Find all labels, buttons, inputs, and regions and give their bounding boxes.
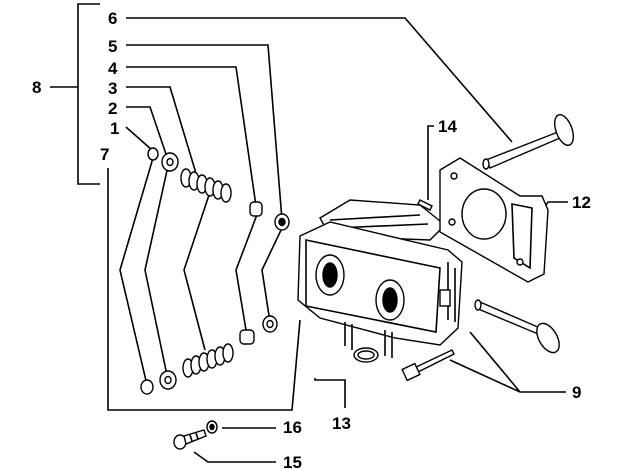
leader-chain-mid: [144, 165, 169, 381]
callout-8-label: 8: [32, 78, 41, 97]
o-ring: [353, 347, 379, 363]
valve-seal-lower: [239, 329, 255, 345]
callout-4-label: 4: [108, 59, 118, 78]
valve-lower: [474, 299, 560, 354]
leader-chain-spring: [183, 191, 211, 351]
leader-6: [126, 17, 513, 143]
cylinder-head: [297, 199, 463, 358]
leader-2: [126, 106, 169, 161]
callout-9-label: 9: [572, 383, 581, 402]
leader-12: [107, 168, 301, 411]
callout-13-label: 13: [332, 414, 351, 433]
callout-3-label: 3: [108, 79, 117, 98]
callout-1-label: 1: [110, 119, 119, 138]
head-gasket: [439, 157, 549, 283]
callout-5-label: 5: [108, 37, 117, 56]
leader-8-bracket: [50, 3, 100, 185]
spring-upper: [180, 168, 232, 203]
spring-lower: [182, 343, 234, 378]
callout-12-label: 7: [100, 145, 109, 164]
callout-14-label: 14: [438, 117, 457, 136]
cotter-upper: [147, 147, 159, 161]
cotter-lower: [140, 379, 154, 395]
upper-spring-group: [147, 147, 290, 231]
screw-9: [401, 349, 455, 382]
callout-2-label: 2: [108, 99, 117, 118]
leader-chain-seal: [235, 211, 259, 331]
callout-15-label: 15: [283, 453, 302, 469]
callout-7-label: 12: [572, 193, 591, 212]
leader-4: [126, 66, 257, 207]
leader-13: [314, 378, 346, 408]
lower-spring-group: [140, 315, 278, 395]
dowel-pin: [417, 199, 433, 211]
callout-6-label: 6: [108, 9, 117, 28]
head-studs: [344, 322, 393, 358]
leader-1: [125, 126, 153, 151]
leader-14: [427, 125, 434, 200]
leader-15: [193, 451, 276, 463]
valve-seal-upper: [249, 201, 263, 217]
leader-5: [126, 44, 283, 221]
leader-lines: [50, 3, 568, 463]
screw-15: [173, 429, 207, 450]
leader-3: [126, 86, 199, 181]
callout-16-label: 16: [283, 418, 302, 437]
leader-chain-left: [119, 157, 154, 386]
leader-9: [449, 331, 566, 393]
valve-upper: [482, 114, 574, 170]
leader-chain-washer: [261, 227, 283, 323]
